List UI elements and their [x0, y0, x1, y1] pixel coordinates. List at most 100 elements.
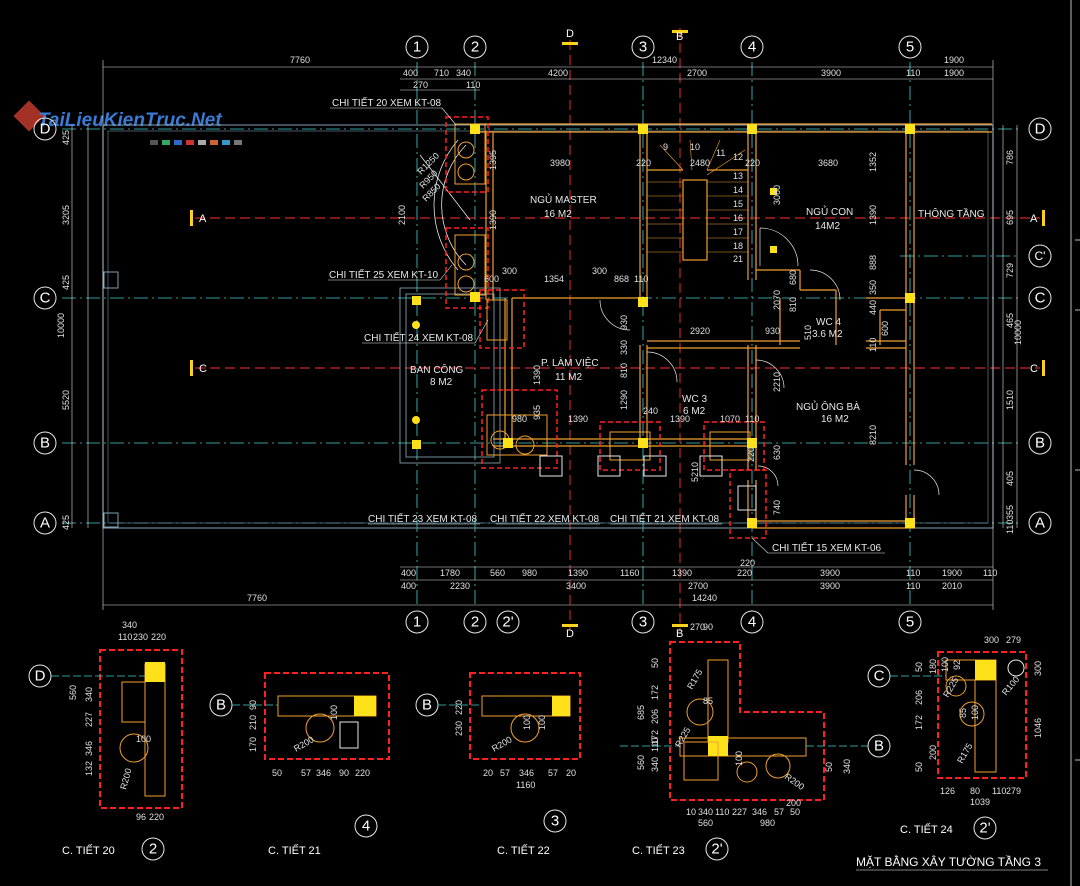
detail-20-title: C. TIẾT 20 [62, 844, 115, 857]
svg-text:100: 100 [537, 715, 547, 730]
callout-ct24: CHI TIẾT 24 XEM KT-08 [364, 331, 474, 344]
svg-text:2210: 2210 [772, 372, 782, 392]
svg-text:100: 100 [970, 705, 980, 720]
svg-text:425: 425 [61, 515, 71, 530]
svg-text:1900: 1900 [944, 68, 964, 78]
svg-text:810: 810 [788, 297, 798, 312]
svg-text:1390: 1390 [670, 414, 690, 424]
svg-text:1070: 1070 [720, 414, 740, 424]
room-balcony: BAN CÔNG [410, 363, 464, 376]
svg-text:4: 4 [748, 614, 756, 631]
svg-text:405: 405 [1005, 471, 1015, 486]
svg-text:12: 12 [733, 152, 743, 162]
svg-text:4: 4 [748, 39, 756, 56]
svg-text:340: 340 [456, 68, 471, 78]
svg-text:210: 210 [248, 715, 258, 730]
svg-text:230: 230 [454, 721, 464, 736]
svg-text:110: 110 [715, 807, 729, 817]
svg-text:5: 5 [906, 39, 914, 56]
svg-text:C: C [1035, 290, 1046, 307]
section-markers: A A C C D B D B [190, 28, 1045, 640]
section-mark-a-left: A [199, 213, 207, 225]
svg-text:2': 2' [711, 841, 722, 858]
svg-text:425: 425 [61, 275, 71, 290]
svg-text:21: 21 [733, 254, 743, 264]
svg-text:100: 100 [136, 734, 151, 744]
svg-text:346: 346 [84, 741, 94, 756]
svg-text:50: 50 [650, 658, 660, 668]
svg-text:786: 786 [1005, 150, 1015, 165]
svg-text:1290: 1290 [619, 390, 629, 410]
svg-text:400: 400 [401, 581, 416, 591]
svg-text:2': 2' [502, 614, 513, 631]
section-mark-c-right: C [1030, 363, 1038, 375]
svg-text:D: D [40, 121, 51, 138]
svg-text:16 M2: 16 M2 [821, 414, 849, 425]
svg-text:50: 50 [790, 807, 800, 817]
svg-text:560: 560 [636, 755, 646, 770]
svg-text:96: 96 [136, 812, 146, 822]
section-lines [195, 28, 1040, 630]
svg-text:1390: 1390 [568, 414, 588, 424]
svg-text:220: 220 [745, 158, 760, 168]
svg-text:2700: 2700 [688, 581, 708, 591]
svg-text:C': C' [1035, 249, 1046, 263]
svg-text:2070: 2070 [772, 290, 782, 310]
svg-text:11 M2: 11 M2 [555, 372, 582, 383]
callout-ct23: CHI TIẾT 23 XEM KT-08 [368, 512, 478, 525]
svg-text:110: 110 [868, 338, 878, 352]
svg-text:50: 50 [824, 762, 834, 772]
svg-text:729: 729 [1005, 263, 1015, 278]
svg-text:10: 10 [690, 142, 700, 152]
svg-text:172: 172 [914, 715, 924, 730]
svg-text:279: 279 [1006, 786, 1021, 796]
svg-text:5: 5 [906, 614, 914, 631]
svg-text:2: 2 [149, 841, 157, 858]
svg-text:8210: 8210 [868, 425, 878, 445]
svg-text:110: 110 [906, 581, 920, 591]
svg-text:1390: 1390 [868, 205, 878, 225]
svg-text:3: 3 [639, 614, 647, 631]
svg-text:14240: 14240 [692, 593, 717, 603]
svg-text:3.6 M2: 3.6 M2 [812, 329, 843, 340]
svg-text:600: 600 [880, 321, 890, 336]
svg-text:B: B [216, 697, 226, 714]
room-office: P. LÀM VIỆC [541, 356, 599, 369]
svg-text:300: 300 [1033, 661, 1043, 676]
svg-text:57: 57 [774, 807, 784, 817]
svg-text:110: 110 [983, 568, 997, 578]
svg-text:868: 868 [614, 274, 629, 284]
svg-text:695: 695 [1005, 210, 1015, 225]
detail-24-title: C. TIẾT 24 [900, 823, 953, 836]
svg-text:1: 1 [413, 39, 421, 56]
svg-text:560: 560 [490, 568, 505, 578]
detail-22: B 3 C. TIẾT 22 230 220 100 R200 100 20 5… [415, 672, 581, 857]
svg-text:200: 200 [928, 745, 938, 760]
svg-text:240: 240 [643, 406, 658, 416]
svg-text:16 M2: 16 M2 [544, 209, 572, 220]
svg-text:888: 888 [868, 255, 878, 270]
svg-text:740: 740 [772, 500, 782, 515]
svg-text:13: 13 [733, 171, 743, 181]
svg-text:980: 980 [512, 414, 527, 424]
dims-top: 7760 12340 1900 400 710 340 4200 2700 39… [290, 55, 964, 90]
section-mark-d-top: D [566, 28, 574, 40]
room-child: NGỦ CON [806, 205, 853, 218]
dims-interior: 3980 2480 220 220 3680 1352 1390 888 139… [397, 150, 890, 515]
svg-text:110: 110 [1005, 520, 1015, 534]
svg-text:8 M2: 8 M2 [430, 377, 453, 388]
svg-text:110: 110 [634, 274, 648, 284]
svg-text:220: 220 [737, 568, 752, 578]
svg-text:465: 465 [1005, 313, 1015, 328]
svg-text:2480: 2480 [690, 158, 710, 168]
columns [412, 124, 915, 528]
svg-text:980: 980 [522, 568, 537, 578]
room-labels: NGỦ MASTER 16 M2 NGỦ CON 14M2 THÔNG TẦNG… [410, 193, 985, 425]
svg-text:50: 50 [914, 762, 924, 772]
svg-text:600: 600 [484, 274, 499, 284]
svg-text:50: 50 [272, 768, 282, 778]
svg-text:100: 100 [734, 751, 744, 766]
svg-text:340: 340 [842, 759, 852, 774]
callout-ct22: CHI TIẾT 22 XEM KT-08 [490, 512, 600, 525]
svg-text:57: 57 [500, 768, 510, 778]
